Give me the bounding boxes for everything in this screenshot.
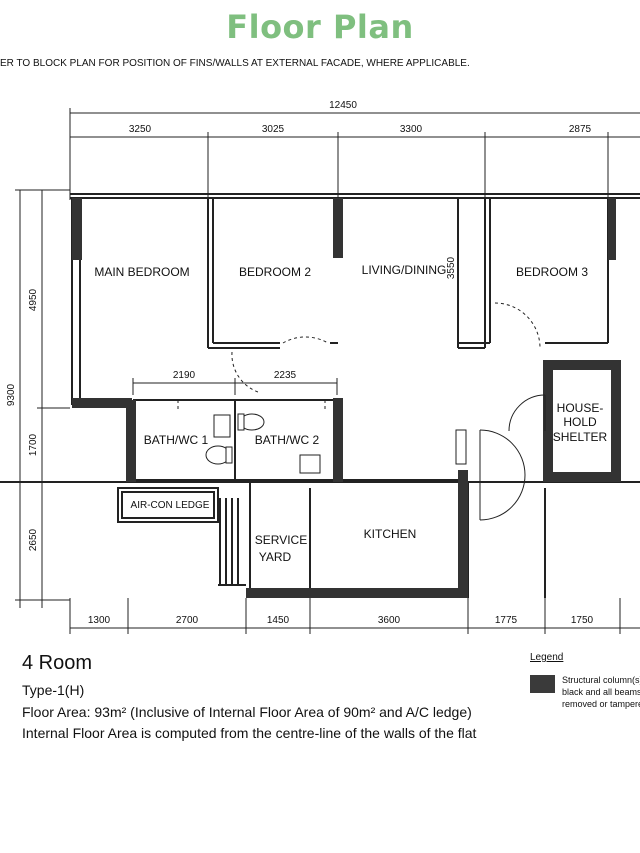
room-living-dining: LIVING/DINING [362,263,447,277]
block-plan-note: ER TO BLOCK PLAN FOR POSITION OF FINS/WA… [0,58,470,69]
legend-text-line-3: removed or tampere [562,699,640,709]
dim-top-3: 3300 [400,124,423,135]
dim-left-1: 4950 [28,288,39,311]
room-shelter-line-2: HOLD [563,415,597,429]
legend-structural-swatch [530,675,555,693]
doors [455,394,546,521]
dim-bottom-1: 1300 [88,615,111,626]
dim-bottom-5: 1775 [495,615,518,626]
room-aircon-ledge: AIR-CON LEDGE [131,500,210,511]
room-main-bedroom: MAIN BEDROOM [94,265,189,279]
flat-type: Type-1(H) [22,682,85,698]
internal-area-text: Internal Floor Area is computed from the… [22,725,477,741]
dim-left-2: 1700 [28,433,39,456]
dim-left-3: 2650 [28,528,39,551]
room-service-yard-line-1: SERVICE [255,533,307,547]
room-bedroom-2: BEDROOM 2 [239,265,311,279]
dim-living-depth: 3550 [446,256,457,279]
legend-text-line-2: black and all beams/ [562,687,640,697]
room-bedroom-3: BEDROOM 3 [516,265,588,279]
legend-text-line-1: Structural column(s)/ [562,675,640,685]
page-title: Floor Plan [226,8,414,46]
room-kitchen: KITCHEN [364,527,417,541]
dim-bottom-3: 1450 [267,615,290,626]
room-service-yard-line-2: YARD [259,550,292,564]
dim-bath-2: 2235 [274,370,297,381]
dim-top-4: 2875 [569,124,592,135]
room-bath-1: BATH/WC 1 [144,433,209,447]
room-bath-2: BATH/WC 2 [255,433,320,447]
dim-bottom-4: 3600 [378,615,401,626]
legend-text: Structural column(s)/ black and all beam… [562,674,640,710]
dim-top-1: 3250 [129,124,152,135]
dim-bath-1: 2190 [173,370,196,381]
legend-title: Legend [530,652,564,663]
room-shelter-line-1: HOUSE- [557,401,604,415]
dim-bottom-6: 1750 [571,615,594,626]
floor-area-text: Floor Area: 93m² (Inclusive of Internal … [22,704,472,720]
dim-left-total: 9300 [6,383,17,406]
room-type-heading: 4 Room [22,652,93,674]
dim-bottom-2: 2700 [176,615,199,626]
dim-total-width: 12450 [329,100,357,111]
fixtures [79,268,321,474]
structural-walls [72,198,621,598]
dimension-lines [15,108,640,634]
room-shelter-line-3: SHELTER [553,430,608,444]
dim-top-2: 3025 [262,124,285,135]
door-swings [177,302,541,412]
